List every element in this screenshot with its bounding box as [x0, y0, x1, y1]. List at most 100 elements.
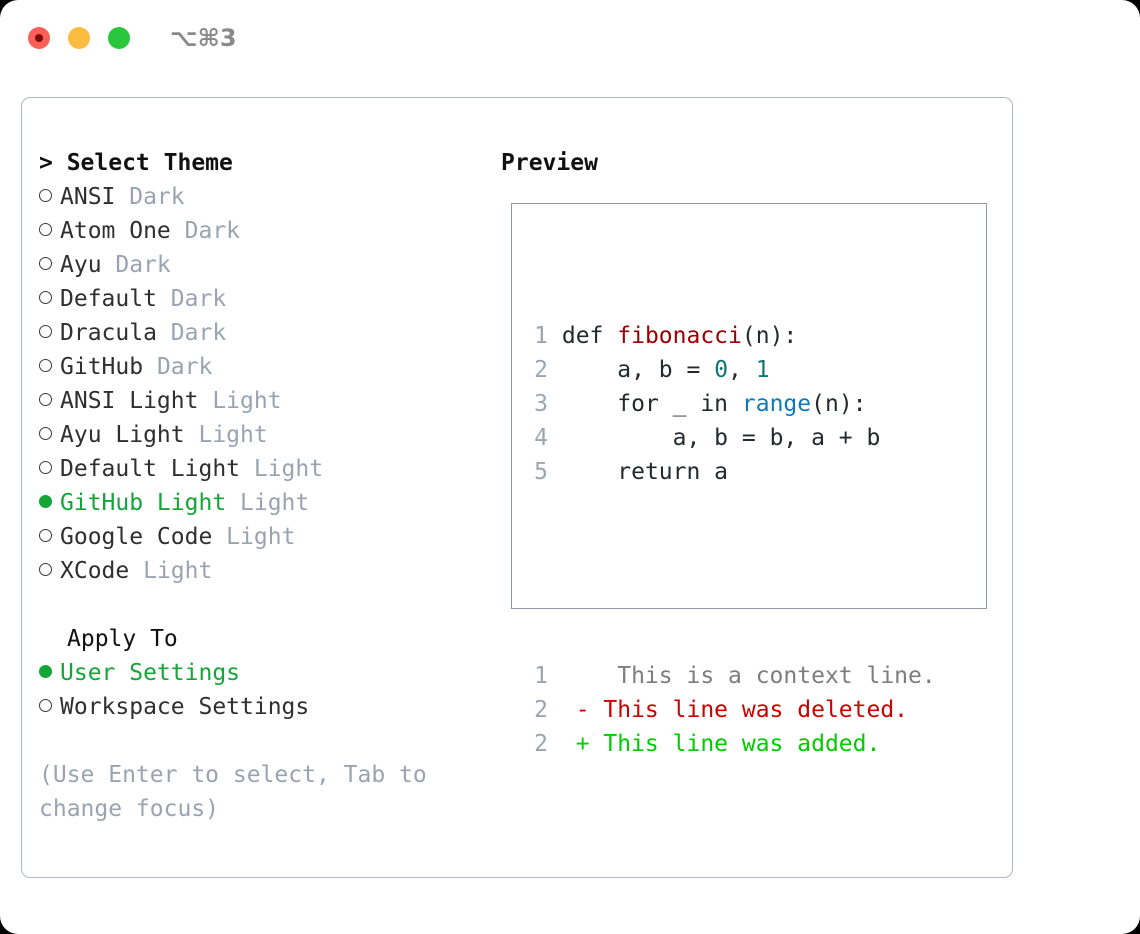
theme-option-default[interactable]: Default Dark: [39, 282, 479, 316]
keyboard-shortcut-label: ⌥⌘3: [170, 24, 237, 52]
code-token-plain: (n):: [811, 391, 867, 417]
code-line: 1 def fibonacci(n):: [522, 319, 936, 353]
maximize-button[interactable]: [108, 27, 130, 49]
code-gutter-space: [548, 357, 562, 383]
radio-unselected-icon: [39, 282, 60, 316]
code-line-number: 4: [534, 425, 548, 451]
theme-option-label: Ayu Light: [60, 422, 185, 448]
theme-option-label: Atom One: [60, 218, 171, 244]
theme-option-ayu-light[interactable]: Ayu Light Light: [39, 418, 479, 452]
bullet-glyph: [39, 461, 52, 474]
theme-option-category: Dark: [156, 286, 227, 312]
theme-option-category: Dark: [101, 252, 171, 278]
code-token-func: fibonacci: [617, 323, 742, 349]
theme-option-label: Ayu: [60, 252, 102, 278]
preview-column: Preview 1 def fibonacci(n):2 a, b = 0, 1…: [501, 146, 991, 757]
close-icon: [35, 34, 43, 42]
code-line-number: 3: [534, 391, 548, 417]
theme-option-category: Light: [129, 558, 213, 584]
theme-option-label: ANSI Light: [60, 388, 199, 414]
bullet-glyph: [39, 699, 52, 712]
theme-option-ansi[interactable]: ANSI Dark: [39, 180, 479, 214]
radio-unselected-icon: [39, 452, 60, 486]
theme-option-ayu[interactable]: Ayu Dark: [39, 248, 479, 282]
apply-to-option-label: User Settings: [60, 660, 241, 686]
code-token-plain: a, b = b, a + b: [561, 425, 881, 451]
bullet-glyph: [39, 325, 52, 338]
theme-option-label: GitHub: [60, 354, 144, 380]
theme-option-ansi-light[interactable]: ANSI Light Light: [39, 384, 479, 418]
diff-line-text: This is a context line.: [589, 663, 936, 689]
radio-unselected-icon: [39, 214, 60, 248]
code-gutter-space: [548, 391, 562, 417]
theme-option-label: Dracula: [60, 320, 157, 346]
radio-unselected-icon: [39, 180, 60, 214]
diff-line-number: 2: [534, 697, 548, 723]
theme-option-category: Dark: [170, 218, 241, 244]
theme-option-category: Light: [198, 388, 282, 414]
theme-option-default-light[interactable]: Default Light Light: [39, 452, 479, 486]
minimize-button[interactable]: [68, 27, 90, 49]
code-line-number: 5: [534, 459, 548, 485]
apply-to-option-user-settings[interactable]: User Settings: [39, 656, 479, 690]
radio-selected-icon: [39, 486, 60, 520]
code-line: 2 a, b = 0, 1: [522, 353, 936, 387]
theme-option-label: GitHub Light: [60, 490, 227, 516]
diff-line-add: 2 + This line was added.: [522, 727, 936, 761]
diff-line-number: 1: [534, 663, 548, 689]
code-blank-line: [522, 557, 936, 591]
code-gutter-space: [548, 323, 562, 349]
code-token-plain: def: [561, 323, 618, 349]
radio-unselected-icon: [39, 316, 60, 350]
code-token-builtin: range: [741, 391, 812, 417]
close-button[interactable]: [28, 27, 50, 49]
theme-option-github-light[interactable]: GitHub Light Light: [39, 486, 479, 520]
radio-unselected-icon: [39, 690, 60, 724]
radio-unselected-icon: [39, 520, 60, 554]
apply-to-header: Apply To: [67, 626, 178, 652]
theme-option-label: Google Code: [60, 524, 213, 550]
theme-option-github[interactable]: GitHub Dark: [39, 350, 479, 384]
bullet-glyph: [39, 427, 52, 440]
diff-marker: -: [548, 697, 590, 723]
radio-unselected-icon: [39, 418, 60, 452]
apply-to-option-label: Workspace Settings: [60, 694, 310, 720]
apply-to-option-workspace-settings[interactable]: Workspace Settings: [39, 690, 479, 724]
diff-line-number: 2: [534, 731, 548, 757]
theme-option-category: Light: [240, 456, 324, 482]
radio-unselected-icon: [39, 350, 60, 384]
theme-option-google-code[interactable]: Google Code Light: [39, 520, 479, 554]
code-token-plain: return a: [561, 459, 729, 485]
theme-option-dracula[interactable]: Dracula Dark: [39, 316, 479, 350]
bullet-glyph: [39, 223, 52, 236]
theme-option-category: Light: [184, 422, 268, 448]
code-token-plain: for _ in: [561, 391, 742, 417]
code-gutter-space: [548, 459, 562, 485]
preview-header: Preview: [501, 150, 598, 176]
diff-line-del: 2 - This line was deleted.: [522, 693, 936, 727]
code-line: 4 a, b = b, a + b: [522, 421, 936, 455]
bullet-glyph: [39, 359, 52, 372]
theme-option-xcode[interactable]: XCode Light: [39, 554, 479, 588]
select-theme-header: > Select Theme: [39, 150, 233, 176]
code-gutter-space: [548, 425, 562, 451]
theme-option-category: Dark: [115, 184, 185, 210]
code-token-plain: a, b =: [561, 357, 715, 383]
bullet-glyph: [39, 529, 52, 542]
theme-option-category: Light: [212, 524, 296, 550]
bullet-glyph: [39, 291, 52, 304]
code-lines: 1 def fibonacci(n):2 a, b = 0, 1 3 for _ …: [522, 319, 936, 489]
code-token-plain: ,: [728, 357, 756, 383]
theme-option-atom-one[interactable]: Atom One Dark: [39, 214, 479, 248]
bullet-glyph: [39, 189, 52, 202]
list-spacer: [39, 588, 479, 622]
help-hint-text: (Use Enter to select, Tab to change focu…: [39, 762, 441, 822]
theme-option-category: Dark: [156, 320, 227, 346]
bullet-glyph: [39, 393, 52, 406]
